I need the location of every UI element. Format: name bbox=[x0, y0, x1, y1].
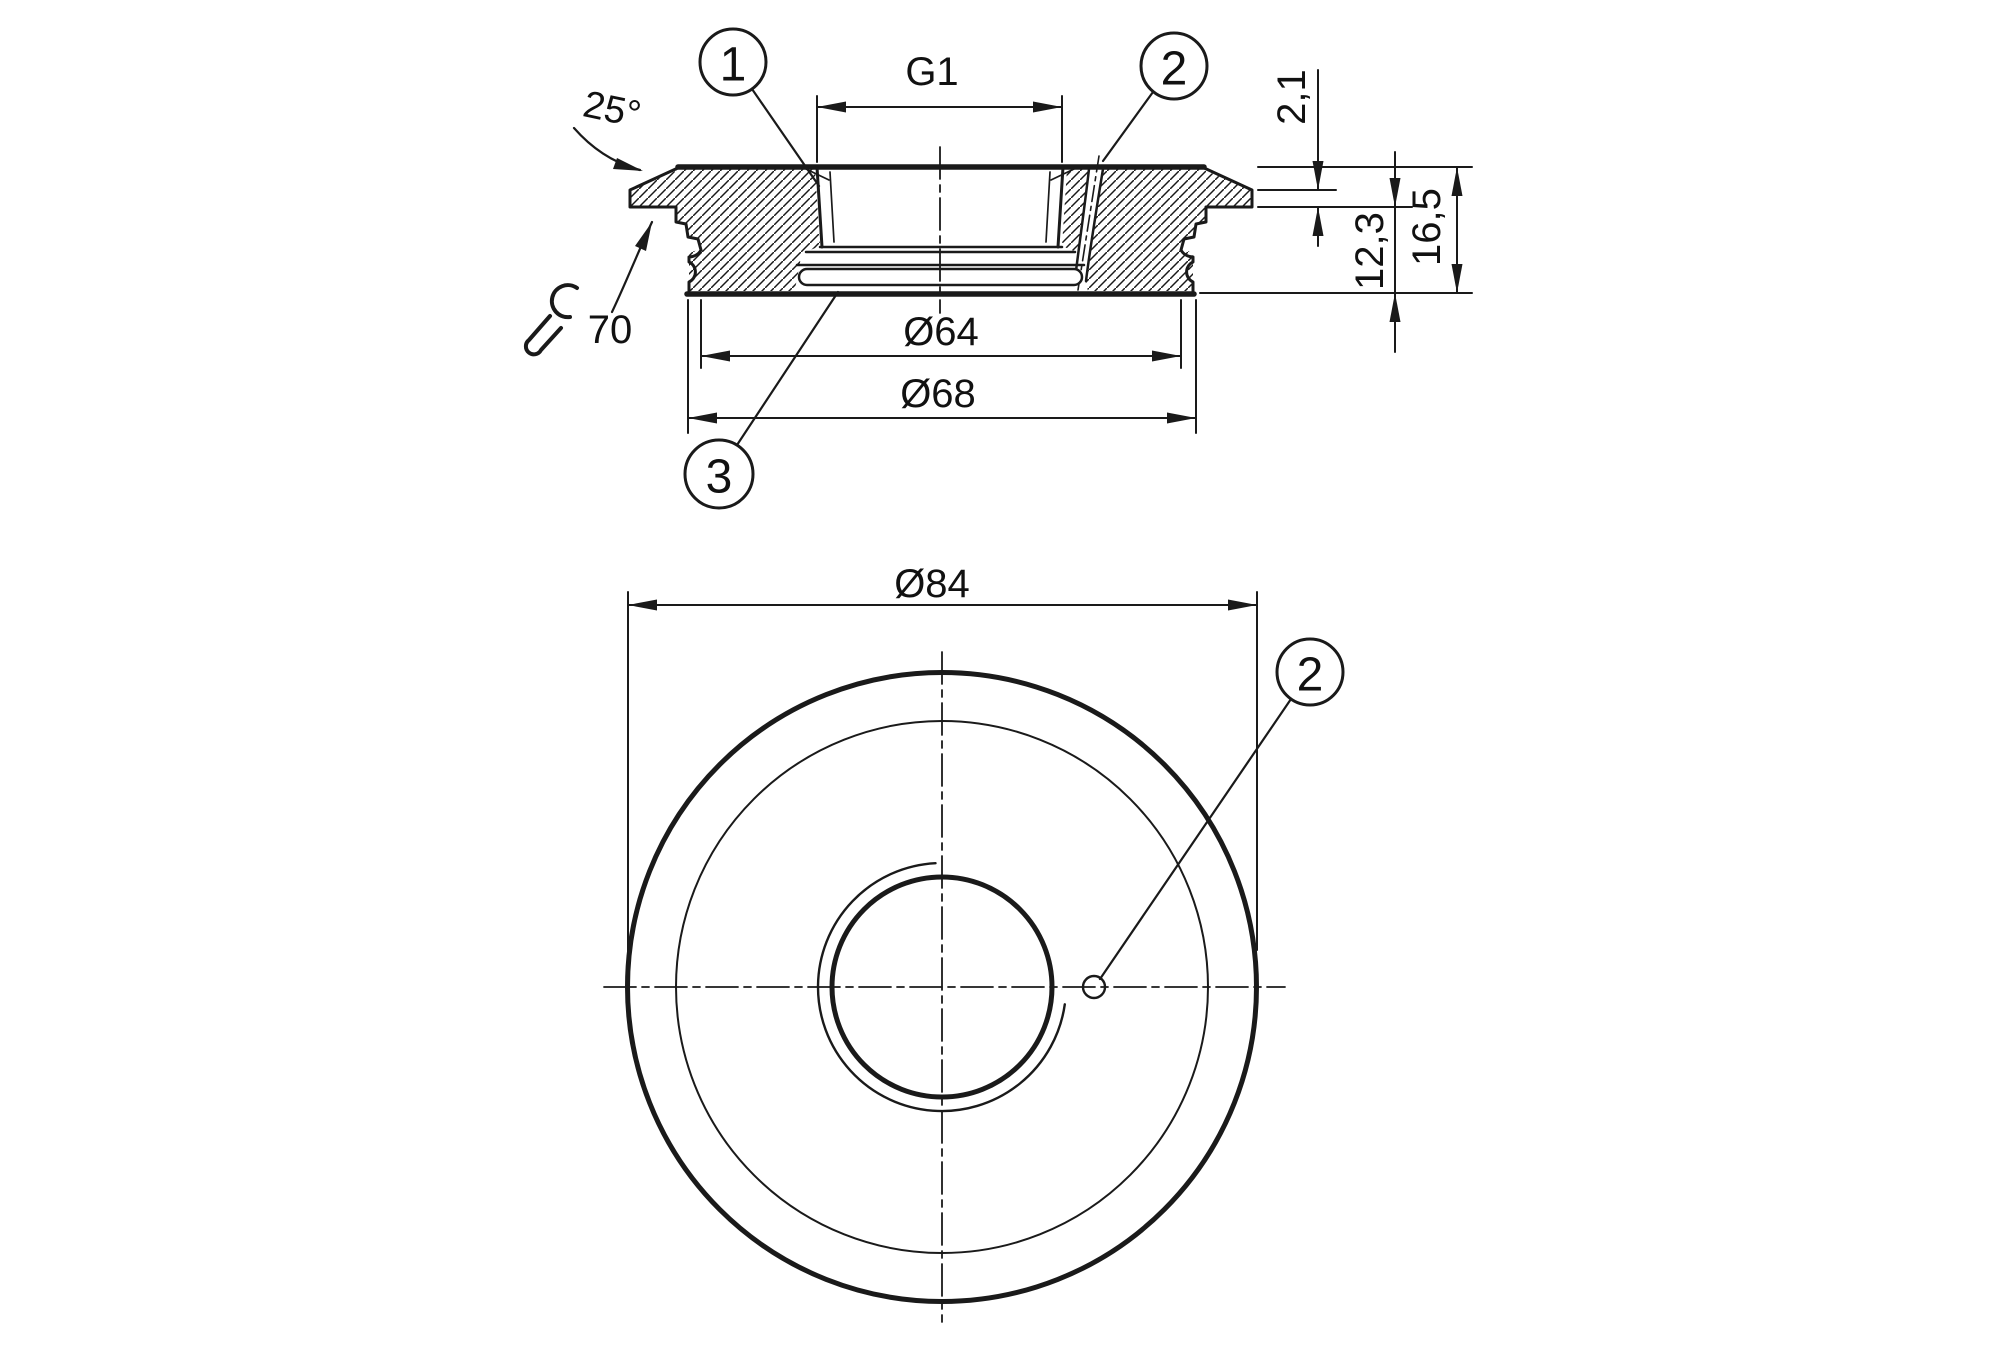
dim-12-3-arrow-bottom bbox=[1389, 293, 1401, 322]
callout-2-leader bbox=[1101, 90, 1155, 163]
dim-dia84 bbox=[627, 591, 1258, 979]
dim-16-5-arrow-top bbox=[1451, 167, 1463, 196]
callout-3-balloon bbox=[683, 438, 755, 510]
dim-g1-arrow-left bbox=[817, 101, 846, 113]
plan-view: Ø84 2 bbox=[603, 562, 1345, 1323]
plan-callout-2-leader bbox=[1098, 697, 1293, 981]
dim-angle-arrow bbox=[613, 158, 643, 171]
callout-3-leader bbox=[735, 290, 840, 447]
dim-2-1-arrow-bottom bbox=[1312, 207, 1324, 236]
thread-wall-left-minor bbox=[829, 171, 835, 243]
dim-2-1-arrow-top bbox=[1312, 161, 1324, 190]
wrench-icon bbox=[523, 283, 579, 357]
dim-dia84-label: Ø84 bbox=[894, 562, 970, 606]
callout-2-balloon bbox=[1139, 31, 1209, 101]
dim-dia64-arrow-right bbox=[1152, 350, 1181, 362]
dim-heights-ext-lines bbox=[1199, 166, 1473, 294]
dim-dia64 bbox=[700, 299, 1182, 369]
callout-1-number: 1 bbox=[720, 39, 747, 92]
thread-wall-right-minor bbox=[1045, 171, 1051, 243]
callout-3-number: 3 bbox=[706, 451, 733, 504]
wrench-leader-arrow bbox=[635, 222, 652, 251]
dim-g1-label: G1 bbox=[905, 50, 958, 94]
dim-angle-label: 25° bbox=[580, 83, 645, 136]
profile-left bbox=[628, 165, 703, 295]
thread-major-arc bbox=[816, 862, 1066, 1113]
section-hatch-left bbox=[630, 169, 820, 291]
profile-right bbox=[1179, 165, 1254, 295]
leak-port-centerline bbox=[1077, 155, 1100, 291]
dim-12-3-arrow-top bbox=[1389, 178, 1401, 207]
dim-dia68-arrow-right bbox=[1167, 412, 1196, 424]
wrench-size-label: 70 bbox=[588, 308, 633, 352]
dim-dia68-label: Ø68 bbox=[900, 372, 976, 416]
leak-port-cutout bbox=[1075, 169, 1103, 281]
callout-2-number: 2 bbox=[1161, 43, 1188, 96]
plan-callout-2-number: 2 bbox=[1297, 649, 1324, 702]
thread-wall-left-major bbox=[815, 165, 824, 249]
dim-12-3-label: 12,3 bbox=[1348, 212, 1392, 290]
thread-wall-right-major bbox=[1056, 165, 1065, 249]
dim-dia64-arrow-left bbox=[701, 350, 730, 362]
dim-dia68-arrow-left bbox=[688, 412, 717, 424]
section-hatch-right bbox=[1062, 169, 1252, 291]
dim-dia64-label: Ø64 bbox=[903, 310, 979, 354]
dim-dia84-arrow-left bbox=[628, 599, 657, 611]
callout-1-leader bbox=[750, 87, 821, 188]
thread-chamfer-right bbox=[1050, 168, 1075, 181]
cross-section-view: G1 25° 70 Ø64 Ø68 bbox=[523, 27, 1473, 510]
dim-dia68 bbox=[687, 299, 1197, 434]
dim-dia84-arrow-right bbox=[1228, 599, 1257, 611]
dim-16-5-arrow-bottom bbox=[1451, 264, 1463, 293]
dim-2-1-label: 2,1 bbox=[1270, 69, 1314, 125]
leak-port-wall-right bbox=[1084, 167, 1105, 283]
dim-g1-arrow-right bbox=[1033, 101, 1062, 113]
dim-16-5-label: 16,5 bbox=[1405, 188, 1449, 266]
callout-1-balloon bbox=[698, 27, 768, 97]
plan-callout-2-balloon bbox=[1275, 637, 1345, 707]
